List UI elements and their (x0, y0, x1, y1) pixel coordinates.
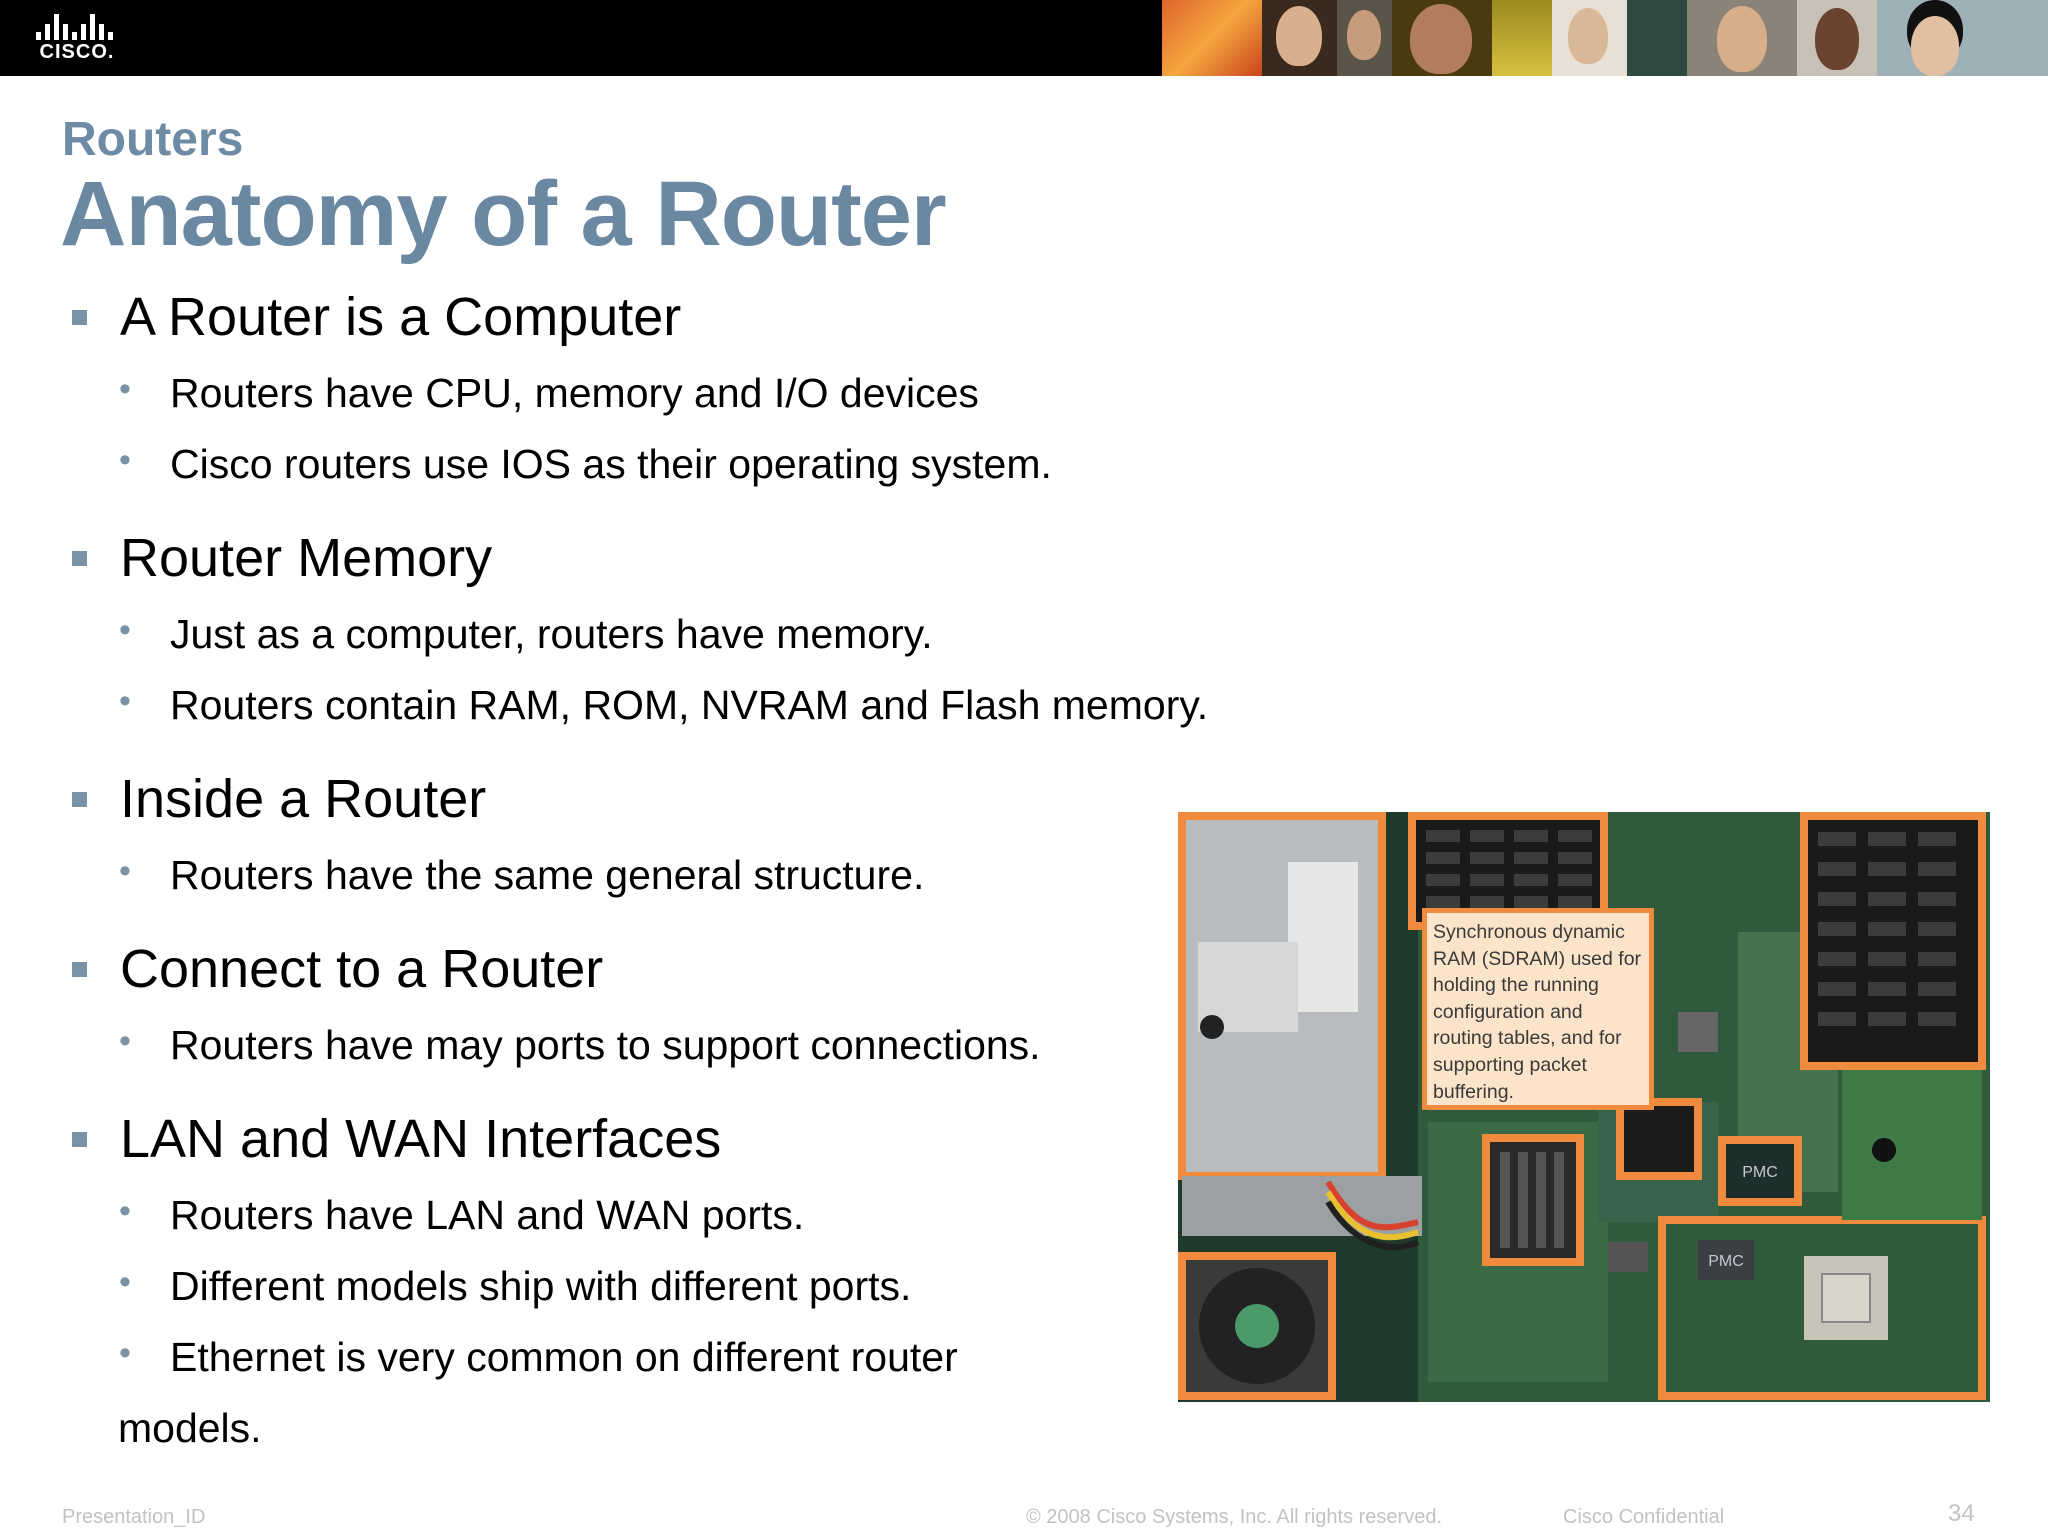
dot-bullet-icon: • (119, 1334, 131, 1372)
sub-bullet-text: Different models ship with different por… (170, 1263, 912, 1309)
bullet-text: A Router is a Computer (120, 287, 682, 347)
sub-bullet-text: Ethernet is very common on different rou… (170, 1334, 958, 1380)
router-board-image: PMC PMC Synchronous dynamic RAM (SDRAM) … (1178, 812, 1990, 1402)
banner-photo-strip (1162, 0, 2048, 76)
footer-copyright: © 2008 Cisco Systems, Inc. All rights re… (1026, 1506, 1443, 1528)
sub-bullet-item: • Routers have CPU, memory and I/O devic… (119, 370, 979, 417)
sdram-callout-text: Synchronous dynamic RAM (SDRAM) used for… (1433, 921, 1642, 1103)
bullet-item: Connect to a Router (72, 938, 604, 1000)
sub-bullet-continuation: models. (118, 1405, 262, 1451)
bullet-text: Connect to a Router (120, 939, 604, 999)
sub-bullet-item: • Cisco routers use IOS as their operati… (119, 441, 1052, 488)
sdram-callout: Synchronous dynamic RAM (SDRAM) used for… (1422, 908, 1654, 1110)
banner-photo (1162, 0, 1262, 76)
sub-bullet-text: Routers have may ports to support connec… (170, 1022, 1041, 1068)
sub-bullet-text: Routers have CPU, memory and I/O devices (170, 370, 979, 416)
bullet-item: A Router is a Computer (72, 286, 682, 348)
square-bullet-icon (72, 310, 87, 325)
sub-bullet-item: • Just as a computer, routers have memor… (119, 611, 933, 658)
sub-bullet-item: • Ethernet is very common on different r… (119, 1334, 958, 1381)
sub-bullet-text: Cisco routers use IOS as their operating… (170, 441, 1052, 487)
banner-photo (1552, 0, 1627, 76)
square-bullet-icon (72, 1132, 87, 1147)
sub-bullet-item: • Routers have the same general structur… (119, 852, 925, 899)
bullet-item: LAN and WAN Interfaces (72, 1108, 722, 1170)
dot-bullet-icon: • (119, 852, 131, 890)
sub-bullet-text: Routers have LAN and WAN ports. (170, 1192, 805, 1238)
bullet-text: Router Memory (120, 528, 493, 588)
pmc-chip-label: PMC (1708, 1253, 1744, 1270)
sub-bullet-item: • Routers have LAN and WAN ports. (119, 1192, 805, 1239)
banner-photo (1627, 0, 1687, 76)
dot-bullet-icon: • (119, 441, 131, 479)
sub-bullet-text: Just as a computer, routers have memory. (170, 611, 933, 657)
sub-bullet-text: Routers have the same general structure. (170, 852, 925, 898)
banner-photo (1877, 0, 2048, 76)
banner-photo (1687, 0, 1797, 76)
cisco-logo-text: CISCO. (39, 41, 115, 63)
dot-bullet-icon: • (119, 611, 131, 649)
pmc-chip-label: PMC (1742, 1164, 1778, 1181)
cisco-logo: CISCO. (34, 14, 120, 64)
bullet-text: Inside a Router (120, 769, 487, 829)
top-banner: CISCO. (0, 0, 2048, 76)
banner-photo (1337, 0, 1392, 76)
page-number: 34 (1948, 1500, 1975, 1527)
dot-bullet-icon: • (119, 370, 131, 408)
banner-photo (1392, 0, 1492, 76)
dot-bullet-icon: • (119, 1263, 131, 1301)
sub-bullet-item: • Routers have may ports to support conn… (119, 1022, 1041, 1069)
sub-bullet-item: • Routers contain RAM, ROM, NVRAM and Fl… (119, 682, 1209, 729)
router-board-illustration: PMC PMC (1178, 812, 1990, 1402)
banner-photo (1262, 0, 1337, 76)
footer-presentation-id: Presentation_ID (62, 1506, 206, 1528)
section-title: Routers (62, 113, 244, 166)
bullet-text: LAN and WAN Interfaces (120, 1109, 722, 1169)
sub-bullet-item: • Different models ship with different p… (119, 1263, 912, 1310)
square-bullet-icon (72, 551, 87, 566)
dot-bullet-icon: • (119, 1022, 131, 1060)
dot-bullet-icon: • (119, 1192, 131, 1230)
cisco-logo-bars-icon (34, 14, 120, 40)
bullet-item: Router Memory (72, 527, 493, 589)
square-bullet-icon (72, 962, 87, 977)
sub-bullet-text: Routers contain RAM, ROM, NVRAM and Flas… (170, 682, 1209, 728)
banner-photo (1797, 0, 1877, 76)
dot-bullet-icon: • (119, 682, 131, 720)
banner-photo (1492, 0, 1552, 76)
footer-confidential: Cisco Confidential (1563, 1506, 1725, 1528)
square-bullet-icon (72, 792, 87, 807)
bullet-item: Inside a Router (72, 768, 487, 830)
slide-title: Anatomy of a Router (60, 163, 947, 265)
